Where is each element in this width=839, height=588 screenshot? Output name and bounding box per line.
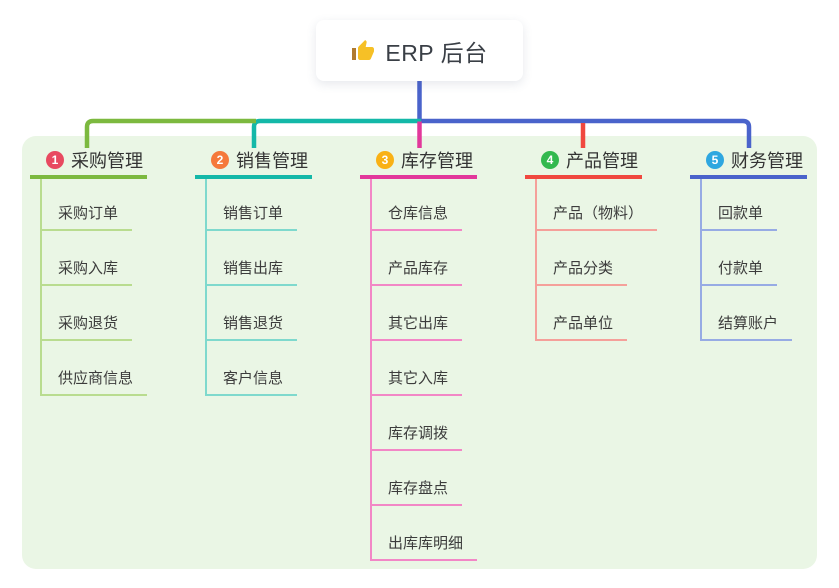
child-node[interactable]: 库存调拨 (370, 396, 463, 451)
branch-purchase: 1 采购管理 采购订单 采购入库 采购退货 供应商信息 (30, 145, 148, 396)
child-node[interactable]: 产品单位 (535, 286, 628, 341)
branch-node[interactable]: 3 库存管理 (360, 145, 477, 179)
branch-sales: 2 销售管理 销售订单 销售出库 销售退货 客户信息 (195, 145, 312, 396)
child-node[interactable]: 采购订单 (40, 179, 133, 231)
child-node[interactable]: 出库库明细 (370, 506, 478, 561)
branch-product: 4 产品管理 产品（物料） 产品分类 产品单位 (525, 145, 658, 341)
branch-node-label: 产品管理 (566, 151, 638, 171)
branch-node[interactable]: 2 销售管理 (195, 145, 312, 179)
branch-number-badge: 3 (376, 151, 394, 169)
connector-branch-2 (251, 118, 421, 148)
branch-number-badge: 5 (706, 151, 724, 169)
connector-branch-1 (84, 118, 256, 148)
branch-number-badge: 1 (46, 151, 64, 169)
child-node[interactable]: 其它入库 (370, 341, 463, 396)
child-node[interactable]: 采购退货 (40, 286, 133, 341)
child-node[interactable]: 销售退货 (205, 286, 298, 341)
canvas-panel (22, 136, 817, 569)
branch-node[interactable]: 5 财务管理 (690, 145, 807, 179)
child-node[interactable]: 回款单 (700, 179, 778, 231)
child-node[interactable]: 销售订单 (205, 179, 298, 231)
child-node[interactable]: 库存盘点 (370, 451, 463, 506)
child-node[interactable]: 结算账户 (700, 286, 793, 341)
branch-number-badge: 2 (211, 151, 229, 169)
connector-root-and-branch-5 (417, 80, 752, 148)
child-node[interactable]: 仓库信息 (370, 179, 463, 231)
child-node[interactable]: 销售出库 (205, 231, 298, 286)
child-node[interactable]: 付款单 (700, 231, 778, 286)
child-node[interactable]: 采购入库 (40, 231, 133, 286)
branch-finance: 5 财务管理 回款单 付款单 结算账户 (690, 145, 807, 341)
branch-node-label: 库存管理 (401, 151, 473, 171)
child-node[interactable]: 产品库存 (370, 231, 463, 286)
root-node-label: ERP 后台 (385, 39, 488, 66)
root-node[interactable]: ERP 后台 (316, 20, 523, 81)
child-node[interactable]: 其它出库 (370, 286, 463, 341)
branch-node-label: 采购管理 (71, 151, 143, 171)
child-node[interactable]: 产品（物料） (535, 179, 658, 231)
branch-node[interactable]: 4 产品管理 (525, 145, 642, 179)
child-node[interactable]: 供应商信息 (40, 341, 148, 396)
branch-node-label: 财务管理 (731, 151, 803, 171)
branch-node[interactable]: 1 采购管理 (30, 145, 147, 179)
branch-number-badge: 4 (541, 151, 559, 169)
branch-node-label: 销售管理 (236, 151, 308, 171)
branch-inventory: 3 库存管理 仓库信息 产品库存 其它出库 其它入库 库存调拨 库存盘点 出库库… (360, 145, 478, 561)
child-node[interactable]: 产品分类 (535, 231, 628, 286)
thumbs-up-icon (351, 39, 375, 63)
child-node[interactable]: 客户信息 (205, 341, 298, 396)
